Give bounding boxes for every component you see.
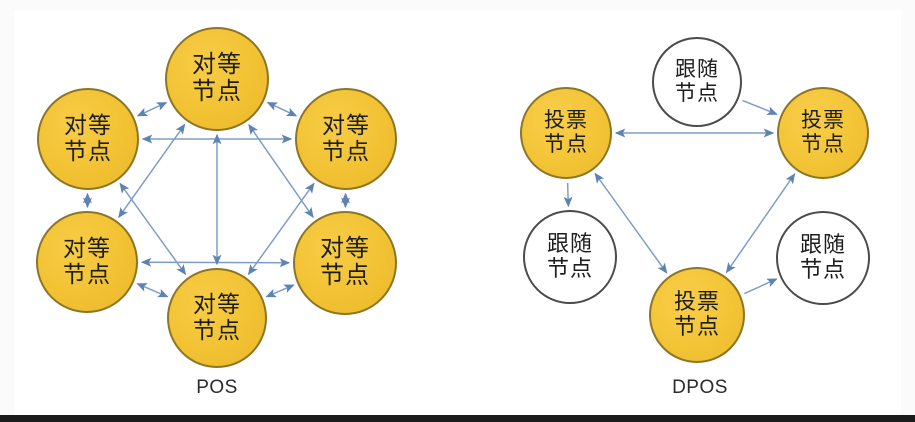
- node-label-line1: 投票: [801, 109, 845, 133]
- edge-dpos-vote-right-to-dpos-vote-bottom: [725, 173, 796, 274]
- node-dpos-follow-top[interactable]: 跟随节点: [652, 37, 742, 127]
- caption-pos: POS: [196, 377, 238, 398]
- node-label-line2: 节点: [675, 82, 719, 105]
- node-label-line2: 节点: [193, 317, 241, 343]
- edge-dpos-follow-top-to-dpos-vote-right: [742, 99, 778, 115]
- node-pos-left-top[interactable]: 对等节点: [37, 88, 139, 190]
- node-label-line1: 跟随: [546, 231, 593, 257]
- node-pos-right-bottom[interactable]: 对等节点: [293, 211, 397, 315]
- edge-pos-left-bottom-to-pos-right-bottom: [140, 257, 291, 268]
- node-label-line2: 节点: [801, 133, 845, 156]
- edge-pos-top-to-pos-right-top: [266, 101, 298, 117]
- node-label-line1: 对等: [193, 291, 241, 318]
- node-label-line1: 投票: [544, 109, 588, 133]
- node-label-line1: 跟随: [675, 58, 719, 82]
- edge-pos-left-bottom-to-pos-bottom: [136, 283, 169, 298]
- node-dpos-follow-right[interactable]: 跟随节点: [776, 211, 870, 305]
- node-label-line1: 对等: [322, 112, 370, 139]
- node-dpos-vote-right[interactable]: 投票节点: [777, 87, 869, 179]
- node-pos-right-top[interactable]: 对等节点: [295, 88, 397, 190]
- edge-dpos-vote-left-to-dpos-vote-bottom: [594, 172, 668, 274]
- caption-dpos: DPOS: [672, 377, 728, 398]
- node-label-line2: 节点: [320, 262, 370, 289]
- node-label-line2: 节点: [799, 257, 846, 282]
- node-label-line2: 节点: [64, 138, 112, 164]
- edge-pos-bottom-to-pos-right-top: [247, 182, 315, 276]
- node-label-line2: 节点: [544, 133, 588, 156]
- node-pos-top[interactable]: 对等节点: [165, 27, 269, 131]
- node-label-line2: 节点: [673, 314, 720, 339]
- node-label-line2: 节点: [322, 138, 370, 164]
- node-dpos-vote-left[interactable]: 投票节点: [520, 87, 612, 179]
- node-label-line1: 跟随: [799, 232, 846, 258]
- node-label-line1: 投票: [673, 289, 720, 315]
- node-label-line1: 对等: [320, 235, 370, 263]
- edge-pos-bottom-to-pos-left-top: [119, 182, 187, 276]
- node-pos-bottom[interactable]: 对等节点: [167, 268, 267, 368]
- edge-dpos-vote-bottom-to-dpos-follow-right: [744, 278, 778, 295]
- node-label-line2: 节点: [546, 256, 593, 281]
- node-label-line1: 对等: [63, 235, 111, 262]
- edge-pos-right-bottom-to-pos-bottom: [265, 284, 295, 298]
- node-pos-left-bottom[interactable]: 对等节点: [36, 211, 138, 313]
- node-label-line1: 对等: [192, 51, 242, 79]
- node-label-line1: 对等: [64, 112, 112, 139]
- node-label-line2: 节点: [192, 78, 242, 105]
- node-dpos-follow-left[interactable]: 跟随节点: [523, 210, 617, 304]
- node-dpos-vote-bottom[interactable]: 投票节点: [649, 267, 745, 363]
- edge-dpos-vote-left-to-dpos-follow-left: [563, 182, 573, 208]
- node-label-line2: 节点: [63, 261, 111, 287]
- edge-pos-top-to-pos-left-top: [136, 101, 168, 117]
- bottom-rule: [0, 415, 915, 422]
